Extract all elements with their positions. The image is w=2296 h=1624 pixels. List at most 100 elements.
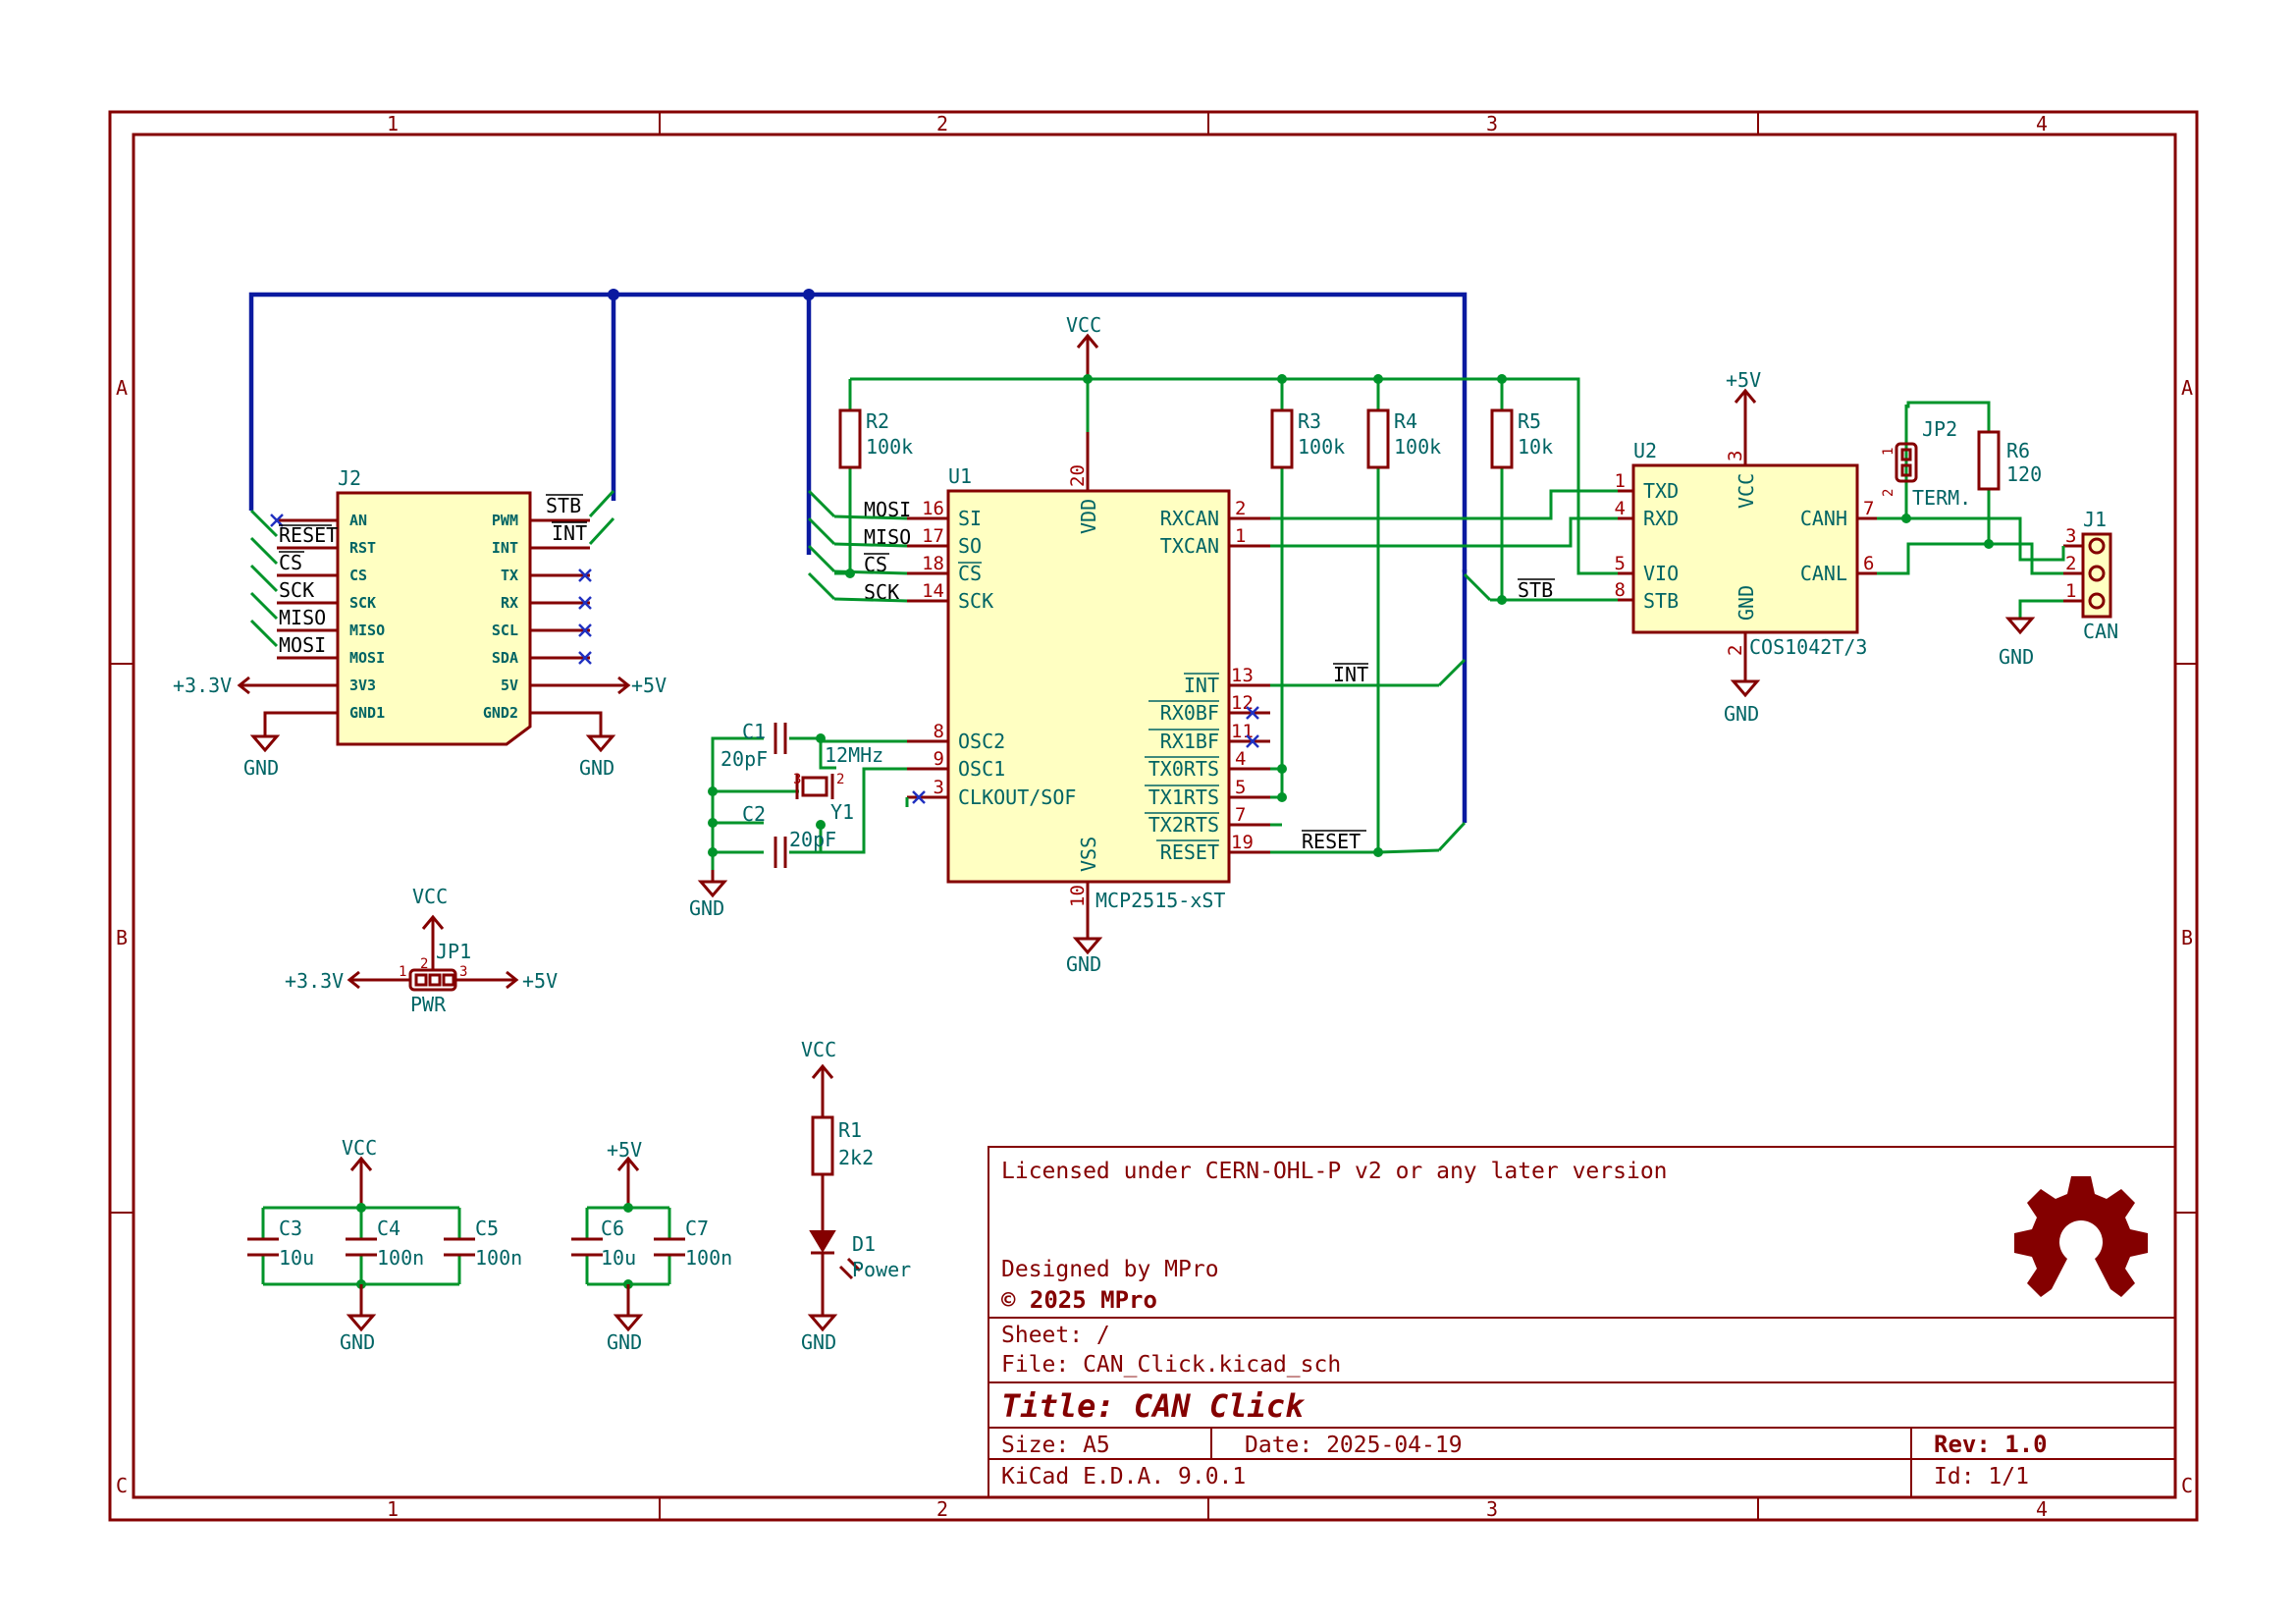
u2-value: COS1042T/3 xyxy=(1749,635,1867,659)
u2-pnum-1: 1 xyxy=(1615,470,1626,492)
col-label-4-bottom: 4 xyxy=(2036,1497,2048,1521)
c1-value: 20pF xyxy=(721,747,768,771)
c3-value: 10u xyxy=(279,1246,314,1270)
u1-pin-clkout: CLKOUT/SOF xyxy=(958,785,1076,809)
u2-pin-canl: CANL xyxy=(1800,562,1847,585)
license-text: Licensed under CERN-OHL-P v2 or any late… xyxy=(1001,1159,1668,1184)
u1-pin-rx1bf: RX1BF xyxy=(1160,730,1219,753)
u1-wires xyxy=(833,374,1618,857)
r2-ref: R2 xyxy=(866,409,889,433)
no-connect-marks xyxy=(270,514,592,665)
u1-pin-vss: VSS xyxy=(1077,837,1100,872)
j2-pin-rx: RX xyxy=(501,594,518,612)
u2-pnum-4: 4 xyxy=(1615,498,1626,519)
u1-ref: U1 xyxy=(948,464,972,488)
power-led: VCC R1 2k2 D1 Power GND xyxy=(801,1038,911,1354)
row-label-b: B xyxy=(116,926,128,949)
j2-label-int: INT xyxy=(552,521,587,545)
u1-value: MCP2515-xST xyxy=(1095,889,1225,912)
c6-ref: C6 xyxy=(601,1217,624,1240)
u2-pin-vio: VIO xyxy=(1643,562,1679,585)
title-block: Licensed under CERN-OHL-P v2 or any late… xyxy=(988,1146,2176,1498)
j2-pin-gnd2: GND2 xyxy=(483,704,518,722)
col-label-4: 4 xyxy=(2036,112,2048,135)
u1-label-int: INT xyxy=(1333,663,1368,686)
u1-pin-int: INT xyxy=(1184,674,1219,697)
j2-pin-3v3: 3V3 xyxy=(349,677,376,694)
decoupling-5v: +5V C6 10u C7 100n GND xyxy=(571,1138,732,1354)
y1-pin-3: 3 xyxy=(793,772,801,787)
u1-label-reset: RESET xyxy=(1302,830,1361,853)
u1-pnum-5: 5 xyxy=(1235,777,1246,798)
j2-p33v-label: +3.3V xyxy=(173,674,232,697)
d1-ref: D1 xyxy=(852,1232,876,1256)
u2-pnum-2: 2 xyxy=(1725,645,1746,656)
c4-value: 100n xyxy=(377,1246,424,1270)
jp1-pin-1: 1 xyxy=(399,964,406,980)
j2-label-reset: RESET xyxy=(279,523,338,547)
vcc-caps-label: VCC xyxy=(342,1136,377,1160)
sheet-date: Date: 2025-04-19 xyxy=(1245,1433,1463,1458)
oscillator-section: C1 20pF C2 20pF Y1 12MHz 3 2 GND xyxy=(689,720,909,920)
u1-pnum-17: 17 xyxy=(922,525,944,547)
j2-pin-pwm: PWM xyxy=(492,512,518,529)
jp1-power-select: VCC +3.3V +5V JP1 PWR 1 2 3 xyxy=(285,885,558,1016)
j2-pin-rst: RST xyxy=(349,539,376,557)
oshw-gear-icon xyxy=(2014,1176,2148,1297)
r6-ref: R6 xyxy=(2006,439,2030,462)
u2-pnum-5: 5 xyxy=(1615,553,1626,574)
j1-pin-1: 1 xyxy=(2065,580,2076,602)
c6-value: 10u xyxy=(601,1246,636,1270)
j2-label-sck: SCK xyxy=(279,578,314,602)
col-label-2-bottom: 2 xyxy=(936,1497,948,1521)
u1-pnum-7: 7 xyxy=(1235,804,1246,826)
c2-value: 20pF xyxy=(789,828,836,851)
col-label-3-bottom: 3 xyxy=(1486,1497,1498,1521)
jp2-pin-1: 1 xyxy=(1881,448,1896,456)
r1-ref: R1 xyxy=(838,1118,862,1142)
jp1-ref: JP1 xyxy=(436,940,471,963)
j2-label-miso: MISO xyxy=(279,606,326,629)
u1-vcc-label: VCC xyxy=(1066,313,1101,337)
u1-pnum-3: 3 xyxy=(934,777,944,798)
row-label-a-right: A xyxy=(2181,376,2193,400)
u1-pnum-9: 9 xyxy=(934,748,944,770)
j2-gnd1-label: GND xyxy=(243,756,279,780)
u2-p5v-label: +5V xyxy=(1726,368,1761,392)
j1-pin-3: 3 xyxy=(2065,525,2076,547)
c7-ref: C7 xyxy=(685,1217,709,1240)
jp1-value: PWR xyxy=(410,993,447,1016)
y1-pin-2: 2 xyxy=(836,772,844,787)
jp1-pin-2: 2 xyxy=(420,956,428,972)
j2-p5v-label: +5V xyxy=(631,674,667,697)
u1-pnum-vss: 10 xyxy=(1067,885,1089,907)
sheet-title: Title: CAN Click xyxy=(1001,1387,1306,1425)
bus-lines xyxy=(248,289,1492,852)
r3-value: 100k xyxy=(1298,435,1345,459)
u1-pin-rxcan: RXCAN xyxy=(1160,507,1219,530)
u1-pin-tx0rts: TX0RTS xyxy=(1148,757,1219,781)
jp1-vcc-label: VCC xyxy=(412,885,448,908)
row-label-c-right: C xyxy=(2181,1474,2193,1497)
can-output: JP2 TERM. 1 2 R6 120 J1 CAN 3 2 1 GND xyxy=(1877,401,2118,669)
u1-pin-cs: CS xyxy=(958,562,982,585)
j1-ref: J1 xyxy=(2083,508,2107,531)
u1-no-connects xyxy=(912,706,1259,804)
u2-pin-txd: TXD xyxy=(1643,479,1679,503)
c5-value: 100n xyxy=(475,1246,522,1270)
vcc-caps-gnd-label: GND xyxy=(340,1330,375,1354)
u2-pin-gnd: GND xyxy=(1735,585,1758,621)
c3-ref: C3 xyxy=(279,1217,302,1240)
j2-pin-mosi: MOSI xyxy=(349,649,385,667)
designed-by: Designed by MPro xyxy=(1001,1257,1219,1282)
j2-pin-gnd1: GND1 xyxy=(349,704,385,722)
j2-pin-cs: CS xyxy=(349,567,367,584)
j2-pin-miso: MISO xyxy=(349,622,385,639)
u1-mcp2515: U1 MCP2515-xST VDD 20 VSS 10 SI SO CS SC… xyxy=(864,313,1368,976)
u2-pnum-3: 3 xyxy=(1725,451,1746,461)
jp1-pin-3: 3 xyxy=(459,964,467,980)
u2-transceiver: U2 COS1042T/3 TXD RXD VIO STB 1 4 5 8 CA… xyxy=(1518,368,1877,726)
u1-pin-sck: SCK xyxy=(958,589,993,613)
r4-ref: R4 xyxy=(1394,409,1417,433)
u1-pin-vdd: VDD xyxy=(1077,499,1100,534)
